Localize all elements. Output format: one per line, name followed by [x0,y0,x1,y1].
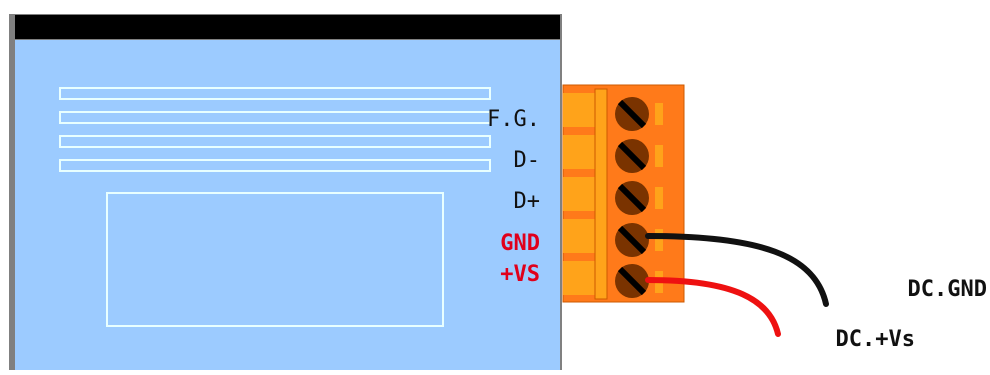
pin-label-gnd: GND [500,231,540,256]
terminal-cell [563,177,595,211]
screw-dminus-icon[interactable] [615,139,649,173]
vent-slot [59,87,491,100]
module-face [15,40,560,374]
wire-vs [645,277,781,337]
vent-slot [59,135,491,148]
screw-gnd-icon[interactable] [615,223,649,257]
pin-label-vs: +VS [500,262,540,287]
module-body [9,14,562,374]
pin-tab [655,229,663,251]
terminal-cell [563,93,595,127]
terminal-rail [594,88,608,300]
label-window [106,192,444,327]
terminal-cell [563,261,595,295]
wire-gnd [645,233,829,307]
wire-label-gnd: DC.GND [908,277,987,302]
wire-label-vs: DC.+Vs [836,327,915,352]
screw-dplus-icon[interactable] [615,181,649,215]
vent-slot [59,159,491,172]
pin-tab [655,187,663,209]
screw-vs-icon[interactable] [615,264,649,298]
screw-fg-icon[interactable] [615,97,649,131]
module-top-bar [15,15,560,39]
pin-tab [655,145,663,167]
terminal-cell [563,219,595,253]
pin-label-fg: F.G. [487,107,540,132]
pin-label-dplus: D+ [514,189,541,214]
pin-label-dminus: D- [514,148,541,173]
terminal-cell [563,135,595,169]
terminal-block [562,84,685,303]
pin-tab [655,103,663,125]
vent-slot [59,111,491,124]
